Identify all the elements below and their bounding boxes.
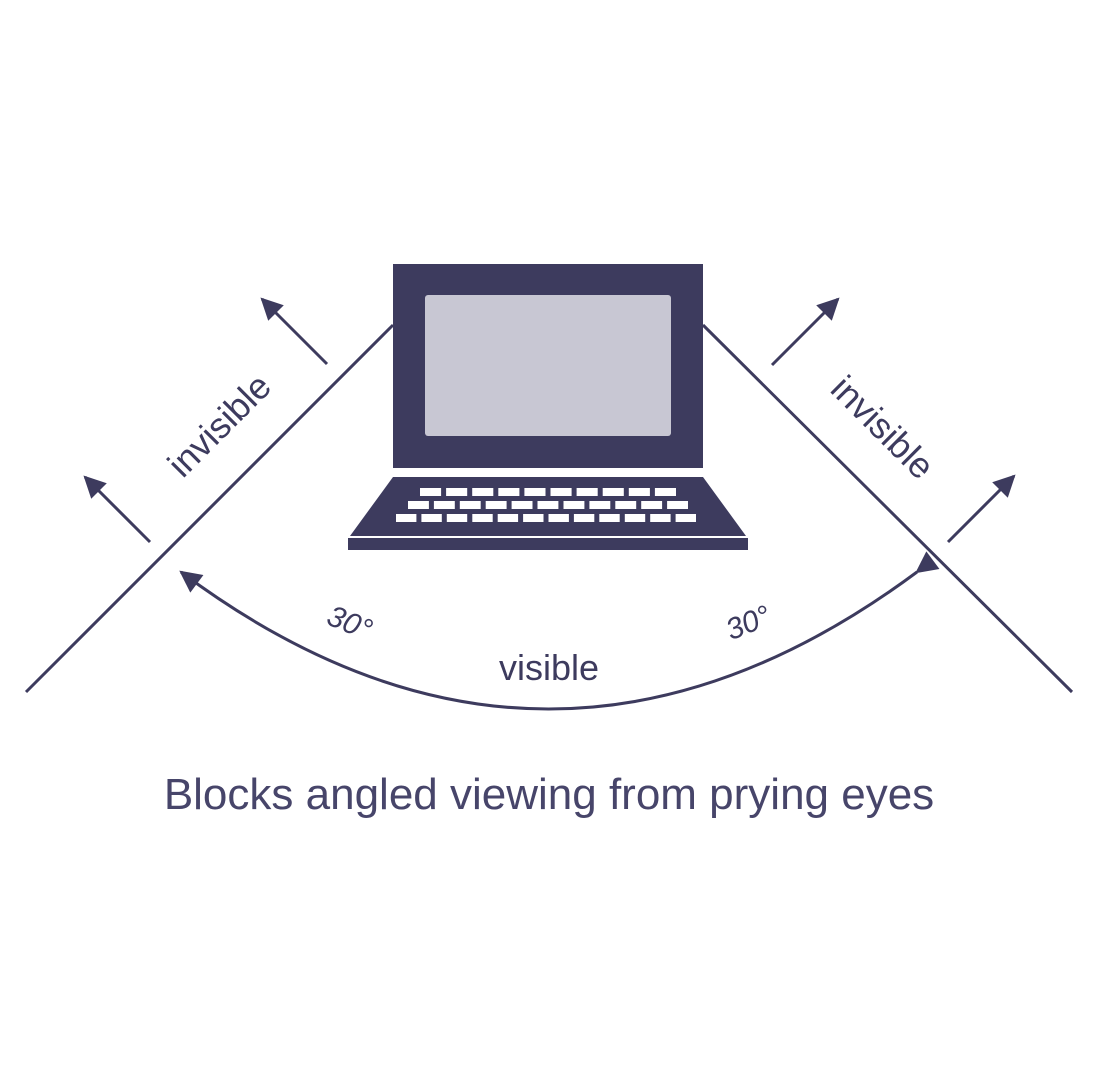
keyboard-key <box>485 501 507 509</box>
keyboard-key <box>548 514 569 522</box>
keyboard-key <box>420 488 442 496</box>
keyboard-key <box>589 501 611 509</box>
laptop-screen <box>425 295 671 436</box>
keyboard-key <box>459 501 481 509</box>
keyboard-key <box>599 514 620 522</box>
keyboard-key <box>615 501 637 509</box>
keyboard-key <box>667 501 688 509</box>
keyboard-key <box>641 501 663 509</box>
keyboard-key <box>550 488 572 496</box>
laptop-icon <box>348 264 748 550</box>
right-angle-label: 30° <box>721 599 775 647</box>
left-boundary-line <box>24 323 395 694</box>
right-invisible-label: invisible <box>823 367 943 487</box>
keyboard-key <box>472 514 493 522</box>
left-invisible-label: invisible <box>159 365 279 485</box>
left-angle-label: 30° <box>322 599 376 647</box>
keyboard-key <box>421 514 442 522</box>
keyboard-key <box>537 501 559 509</box>
keyboard-key <box>654 488 676 496</box>
keyboard-key <box>602 488 624 496</box>
laptop-base-edge <box>348 538 748 550</box>
keyboard-key <box>511 501 533 509</box>
keyboard-key <box>446 488 468 496</box>
visible-label: visible <box>499 647 599 688</box>
keyboard-key <box>524 488 546 496</box>
keyboard-key <box>573 514 595 522</box>
keyboard-key <box>624 514 646 522</box>
visible-angle-arc <box>179 551 940 711</box>
keyboard-key <box>563 501 585 509</box>
keyboard-key <box>498 488 520 496</box>
keyboard-key <box>497 514 519 522</box>
keyboard-key <box>408 501 429 509</box>
keyboard-key <box>523 514 544 522</box>
keyboard-key <box>675 514 696 522</box>
arrow-up-right-icon <box>770 297 840 367</box>
arrow-up-left-icon <box>83 475 152 544</box>
keyboard-key <box>650 514 671 522</box>
laptop-keyboard <box>396 488 696 522</box>
keyboard-key <box>433 501 455 509</box>
arrow-up-right-icon <box>946 474 1016 544</box>
arrow-up-left-icon <box>260 297 329 366</box>
keyboard-key <box>396 514 417 522</box>
diagram-caption: Blocks angled viewing from prying eyes <box>164 770 934 819</box>
keyboard-key <box>472 488 494 496</box>
keyboard-key <box>576 488 598 496</box>
keyboard-key <box>628 488 650 496</box>
keyboard-key <box>446 514 468 522</box>
right-boundary-line <box>701 323 1074 694</box>
